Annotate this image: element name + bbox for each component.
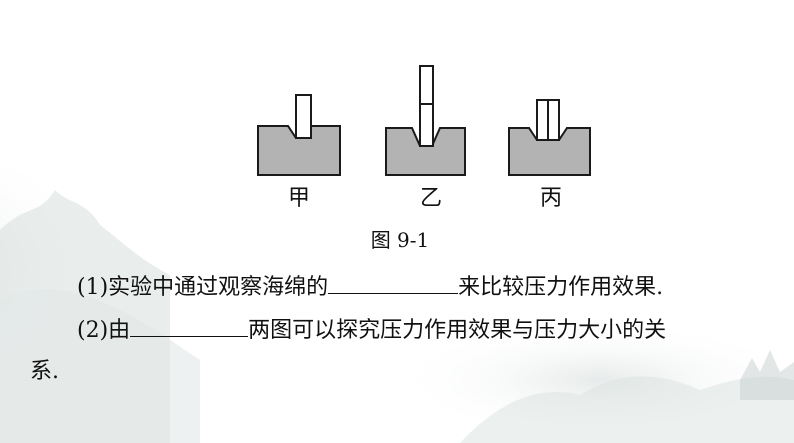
question-1-prefix: (1)实验中通过观察海绵的 [77,275,329,300]
figure-9-1 [257,65,591,176]
question-2-suffix: 两图可以探究压力作用效果与压力大小的关 [248,318,667,343]
brick-bing-left [536,99,549,141]
brick-yi-top [419,65,434,105]
sponge-yi [385,127,466,176]
brick-yi-bottom [419,103,434,147]
setup-yi [385,65,466,176]
question-1-suffix: 来比较压力作用效果. [458,275,664,300]
label-jia: 甲 [287,186,310,211]
setup-jia [257,94,341,176]
label-yi: 乙 [419,186,442,211]
setup-bing [508,99,591,176]
question-2-prefix: (2)由 [77,318,131,343]
question-1: (1)实验中通过观察海绵的 来比较压力作用效果. [77,273,663,302]
figure-caption: 图 9-1 [370,228,430,252]
label-bing: 丙 [539,186,562,211]
brick-bing-right [547,99,560,141]
question-2-continuation: 系. [30,359,59,384]
sponge-bing [508,127,591,176]
answer-blank-2[interactable] [130,316,249,337]
question-2: (2)由 两图可以探究压力作用效果与压力大小的关 [77,316,666,345]
brick-jia [295,94,312,139]
answer-blank-1[interactable] [328,273,459,294]
